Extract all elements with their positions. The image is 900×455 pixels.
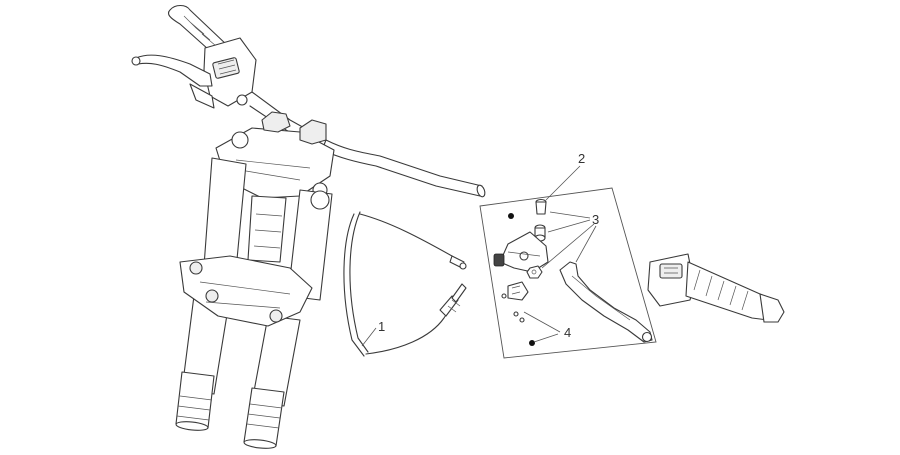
lever-bracket bbox=[493, 231, 549, 273]
fork-and-handlebar-assembly bbox=[131, 4, 486, 449]
leader-lines bbox=[361, 165, 597, 347]
callout-2: 2 bbox=[578, 151, 585, 166]
marker-dot-top bbox=[508, 213, 514, 219]
clutch-cable bbox=[343, 211, 467, 357]
pivot-bolt bbox=[535, 198, 547, 215]
callout-1: 1 bbox=[378, 319, 385, 334]
nut bbox=[526, 265, 543, 279]
callout-3: 3 bbox=[592, 212, 599, 227]
left-lever bbox=[131, 54, 215, 109]
handlebar-tube bbox=[249, 91, 486, 198]
marker-dot-bottom bbox=[529, 340, 535, 346]
right-fork-leg bbox=[243, 189, 333, 449]
switch-and-screws bbox=[501, 281, 529, 323]
callout-4: 4 bbox=[564, 325, 571, 340]
steering-stem bbox=[247, 195, 287, 263]
lever-kit-parts bbox=[493, 198, 653, 346]
right-grip-assembly bbox=[647, 253, 785, 323]
clutch-lever-blade bbox=[559, 261, 653, 343]
lower-triple-clamp bbox=[179, 255, 313, 327]
left-fork-leg bbox=[175, 157, 247, 431]
left-switch-housing bbox=[203, 37, 257, 107]
callout-labels: 1 2 3 4 bbox=[378, 151, 599, 340]
